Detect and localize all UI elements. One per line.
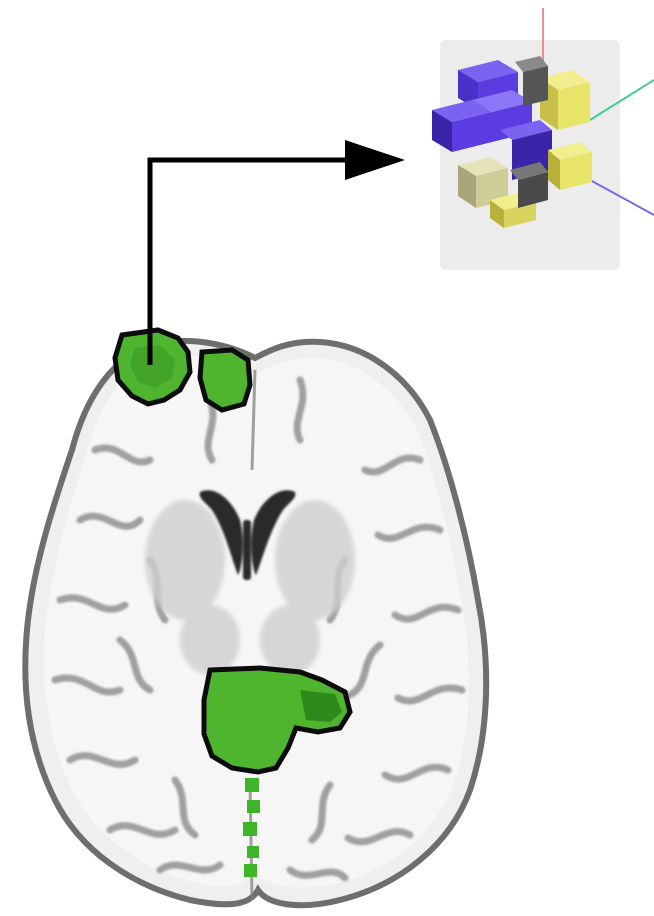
arrow-head (345, 140, 405, 180)
frontal-region-right (200, 350, 250, 410)
voxel-cube-icon (432, 8, 654, 270)
elbow-arrow (150, 160, 398, 365)
brain-slice (25, 330, 486, 905)
